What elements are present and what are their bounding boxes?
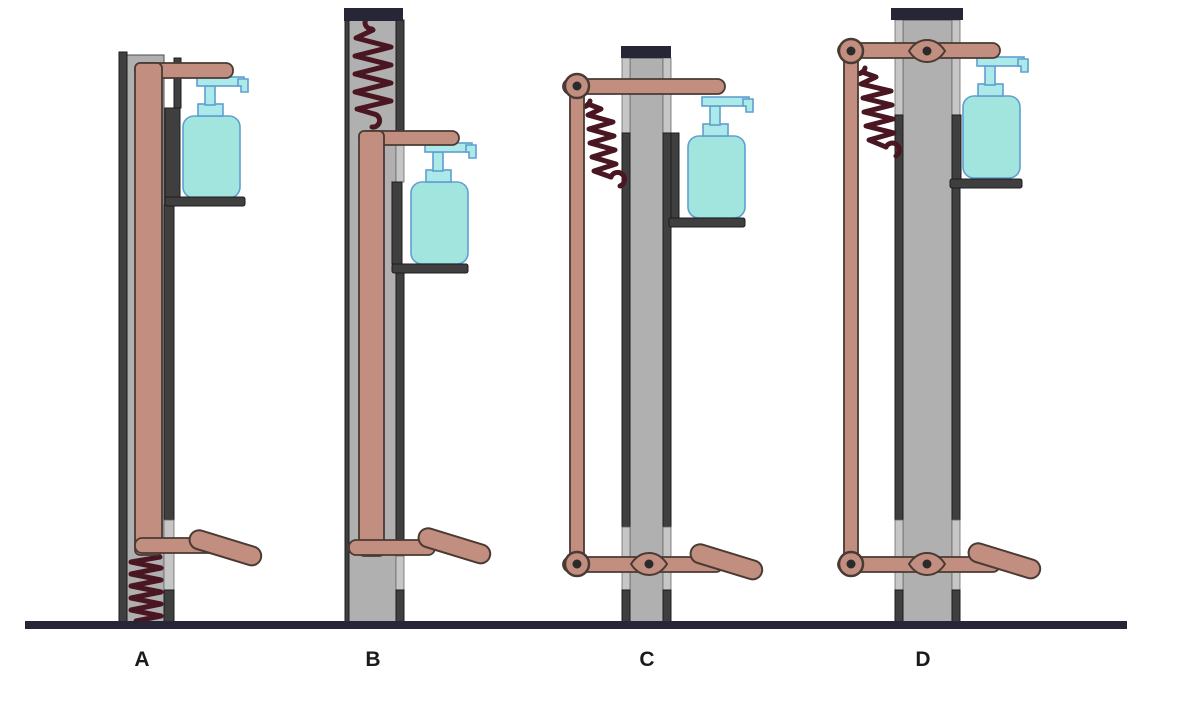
- shelf-bracket: [951, 114, 962, 184]
- rail-slot: [621, 57, 631, 134]
- top-bar: [562, 78, 726, 95]
- rail-slot: [951, 19, 961, 116]
- rail-segment: [344, 19, 350, 623]
- rail-slot: [894, 19, 904, 116]
- ground-line: [25, 621, 1127, 629]
- rail-segment: [163, 204, 175, 521]
- pivot-joint: [563, 72, 591, 100]
- bottle-shelf: [391, 263, 469, 274]
- spring-hook: [369, 111, 382, 130]
- rail-slot: [395, 144, 405, 183]
- rail-segment: [395, 19, 405, 146]
- vertical-link: [569, 85, 585, 565]
- design-label-a: A: [134, 648, 149, 671]
- rail-segment: [662, 132, 672, 528]
- design-a: [118, 51, 265, 624]
- foot-pedal: [415, 524, 494, 567]
- linkage: [562, 72, 726, 578]
- pivot-joint: [563, 550, 591, 578]
- spring-hook: [608, 169, 628, 189]
- design-label-d: D: [915, 648, 930, 671]
- linkage: [837, 37, 1001, 578]
- post-column: [629, 57, 664, 623]
- foot-pedal: [965, 539, 1044, 582]
- rail-segment: [621, 589, 631, 623]
- design-b: [344, 8, 494, 623]
- sanitizer-bottle: [687, 96, 754, 219]
- foot-pedal: [186, 526, 265, 569]
- rail-segment: [118, 51, 128, 623]
- design-label-c: C: [639, 648, 654, 671]
- rail-segment: [395, 589, 405, 623]
- compression-spring: [128, 554, 164, 624]
- spring-coil: [858, 69, 897, 150]
- sanitizer-bottle: [182, 76, 249, 199]
- design-label-b: B: [365, 648, 380, 671]
- rail-segment: [894, 114, 904, 521]
- pivot-joint: [837, 550, 865, 578]
- rail-segment: [621, 132, 631, 528]
- slider-bar: [134, 62, 163, 556]
- post-rails: [395, 19, 405, 623]
- spring-coil: [352, 27, 394, 117]
- vertical-link: [843, 50, 859, 565]
- bottle-shelf: [668, 217, 746, 228]
- rail-slot: [395, 555, 405, 591]
- pivot-joint: [837, 37, 865, 65]
- rail-segment: [395, 272, 405, 557]
- spring-coil: [585, 101, 619, 180]
- post-cap: [344, 8, 403, 21]
- sanitizer-bottle: [410, 142, 477, 265]
- rail-slot: [894, 519, 904, 591]
- shelf-bracket: [670, 132, 680, 224]
- bottle-shelf: [949, 178, 1023, 189]
- rail-segment: [951, 589, 961, 623]
- rail-segment: [662, 589, 672, 623]
- shelf-bracket: [391, 181, 403, 265]
- slider-rod: [348, 130, 460, 557]
- post-rails: [894, 19, 961, 623]
- foot-pedal: [687, 540, 766, 583]
- slider-bar: [358, 130, 385, 557]
- sanitizer-bottle: [962, 56, 1029, 179]
- post-cap: [621, 46, 671, 58]
- rail-segment: [163, 589, 175, 623]
- design-c: [562, 46, 766, 623]
- spring-hook: [883, 140, 902, 159]
- rail-slot: [951, 519, 961, 591]
- shelf-bracket: [164, 107, 181, 201]
- post-column: [902, 19, 953, 623]
- rail-slot: [662, 57, 672, 134]
- post-cap: [891, 8, 963, 20]
- rail-segment: [894, 589, 904, 623]
- bottle-shelf: [164, 196, 246, 207]
- rail-slot: [163, 519, 175, 591]
- design-d: [837, 8, 1044, 623]
